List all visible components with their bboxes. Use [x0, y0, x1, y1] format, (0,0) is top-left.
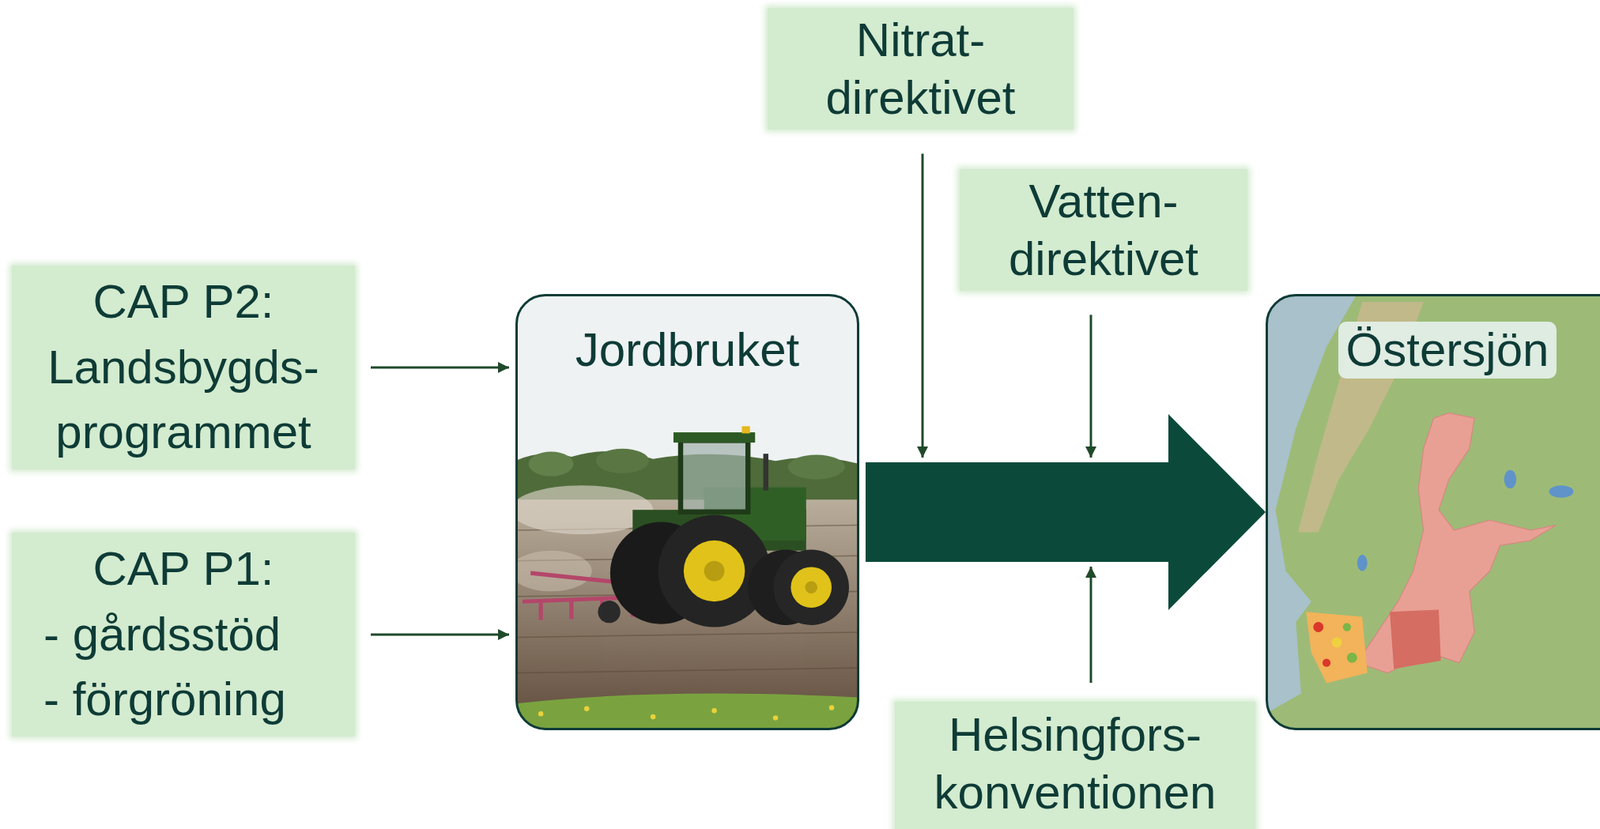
connector-arrow — [370, 633, 510, 637]
box-heading: Jordbruket — [575, 321, 800, 379]
box-heading: CAP P2: — [92, 269, 274, 336]
tractor-cab — [680, 440, 748, 512]
front-wheel — [773, 549, 850, 625]
lake — [1504, 470, 1517, 489]
picture-box: Jordbruket — [515, 294, 860, 731]
wheel-rim — [683, 540, 745, 602]
label-box: Nitrat- direktivet — [767, 7, 1074, 130]
flow-arrow — [865, 414, 1266, 611]
catchment-spots — [1313, 622, 1358, 668]
label-box: CAP P2:Landsbygds- programmet — [11, 265, 355, 470]
box-heading: Vatten- direktivet — [1008, 172, 1199, 288]
box-text: - gårdsstöd — [43, 602, 281, 668]
label-box: CAP P1:- gårdsstöd- förgröning — [11, 532, 355, 737]
tractor-roof — [673, 432, 755, 443]
tree — [788, 454, 846, 480]
tractor-exhaust — [763, 453, 769, 491]
flowers — [538, 705, 834, 721]
picture-box: Östersjön — [1265, 294, 1600, 731]
lake — [1548, 485, 1574, 498]
label-box: Helsingfors- konventionen — [894, 701, 1256, 829]
box-heading: Helsingfors- konventionen — [934, 705, 1217, 822]
denmark — [1305, 611, 1367, 684]
wheel-hub — [704, 561, 725, 582]
label-box: Vatten- direktivet — [959, 169, 1248, 291]
cultivator-wheel — [597, 600, 620, 623]
sea-area — [1389, 610, 1442, 670]
leader-arrow — [1090, 566, 1093, 684]
wheel-hub — [804, 581, 817, 593]
tree — [596, 449, 650, 474]
grass — [516, 694, 858, 730]
box-heading: Nitrat- direktivet — [825, 11, 1016, 127]
lake — [1357, 554, 1368, 572]
dust — [516, 485, 653, 535]
dust — [516, 550, 593, 593]
connector-arrow — [370, 366, 510, 370]
tractor-beacon — [741, 426, 750, 434]
box-heading: Östersjön — [1338, 321, 1558, 379]
tree — [528, 452, 574, 477]
leader-arrow — [1090, 314, 1093, 458]
tractor-window — [680, 440, 748, 512]
land — [1266, 294, 1600, 730]
box-text: Landsbygds- programmet — [47, 335, 320, 467]
leader-arrow — [921, 153, 925, 458]
box-text: - förgröning — [43, 667, 287, 733]
baltic-map — [1266, 294, 1600, 730]
box-heading: CAP P1: — [92, 536, 274, 603]
wheel-rim — [790, 566, 832, 608]
tractor-photo — [516, 294, 858, 730]
baltic-sea — [1357, 413, 1557, 674]
